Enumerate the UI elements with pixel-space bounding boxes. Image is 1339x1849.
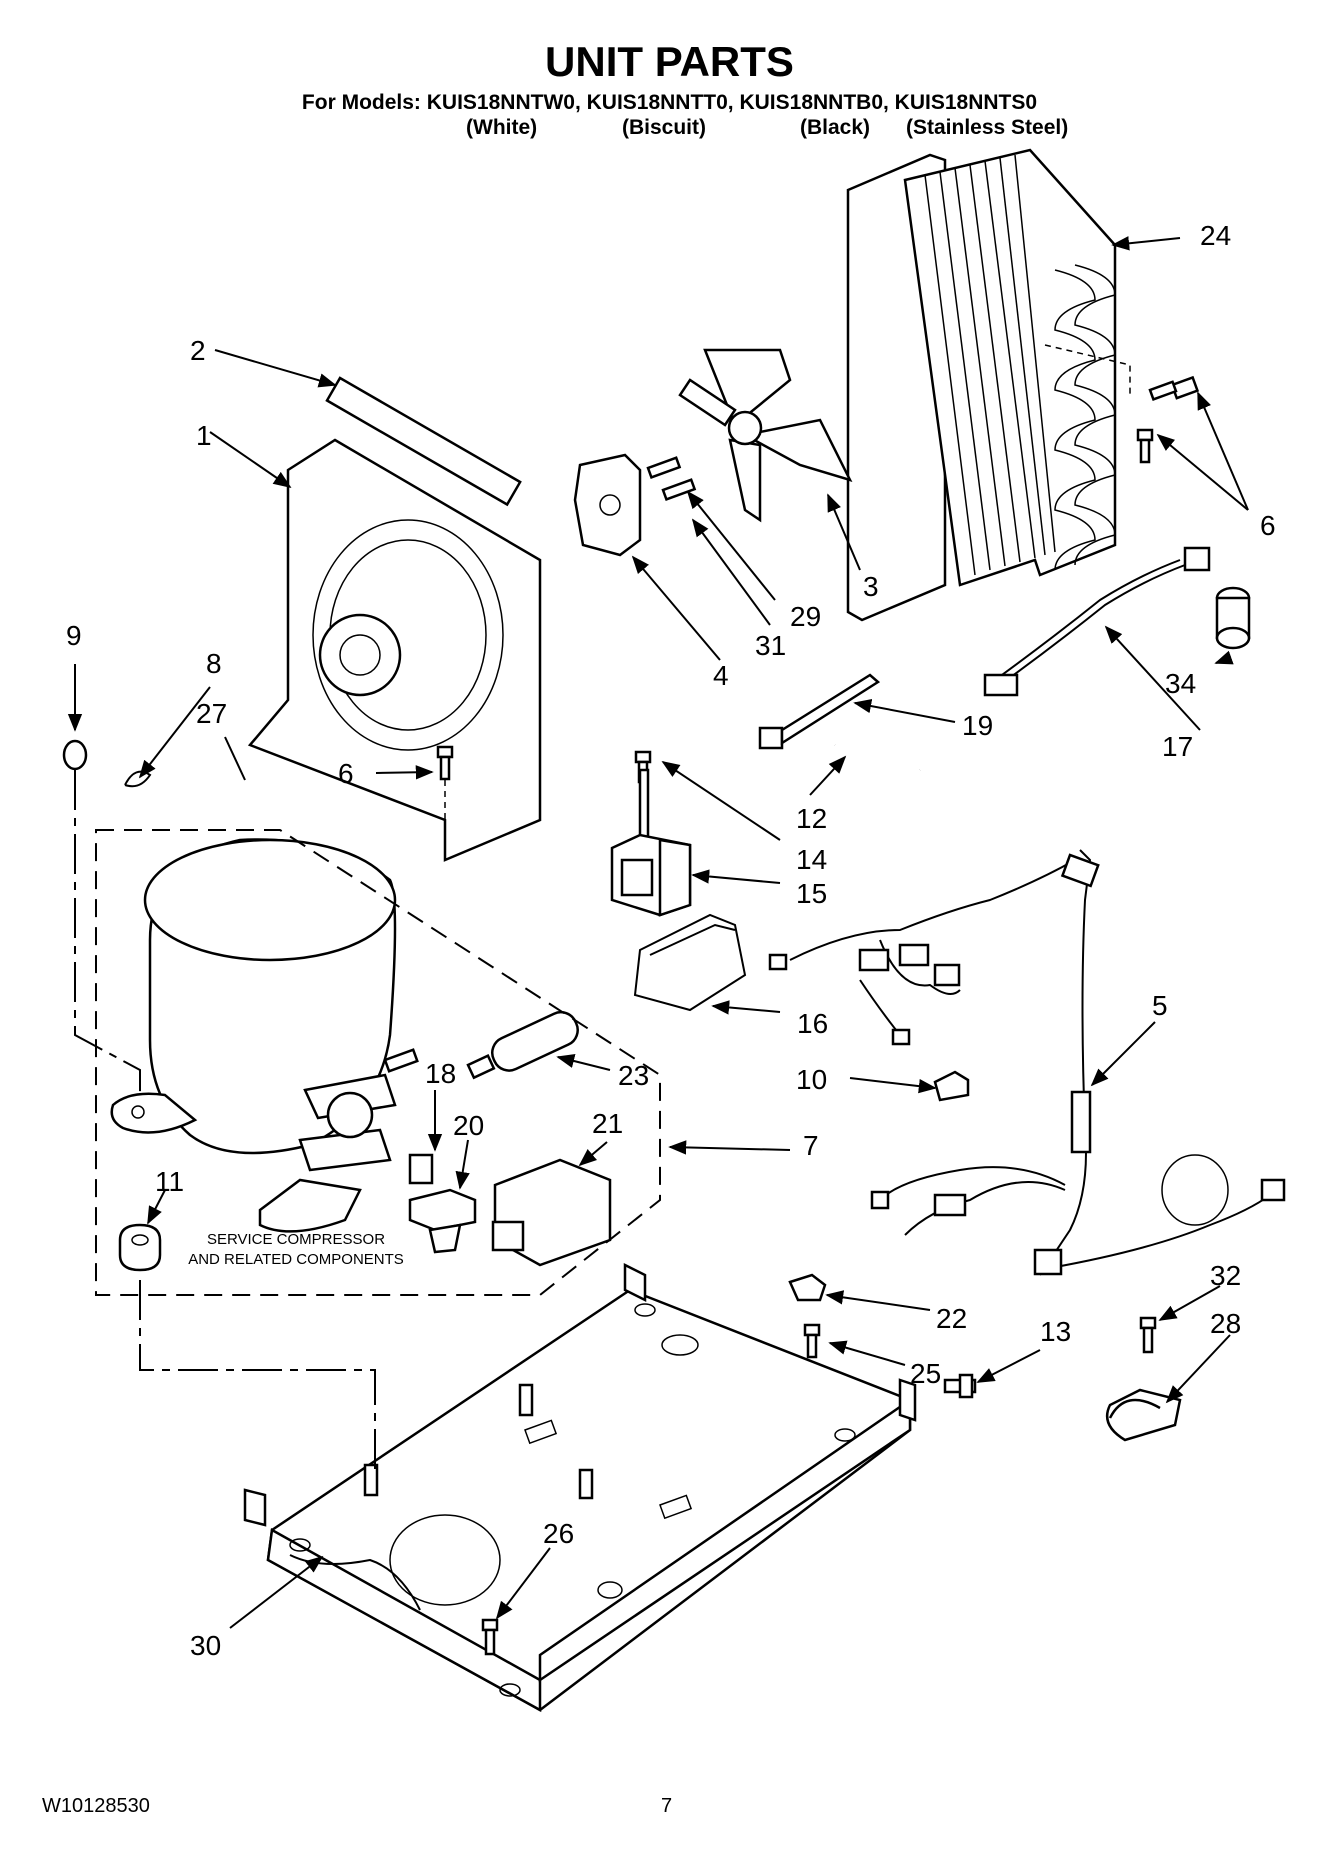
- variant-white: (White): [466, 116, 538, 139]
- callout-4: 4: [713, 660, 729, 691]
- callout-32: 32: [1210, 1260, 1242, 1291]
- callout-10: 10: [796, 1064, 828, 1095]
- callout-17: 17: [1162, 731, 1194, 762]
- screw-drawings: [436, 375, 1200, 784]
- callout-23: 23: [618, 1060, 650, 1091]
- cable-tie-drawing: [758, 673, 921, 775]
- drier-23-drawing: [466, 1010, 579, 1080]
- page-number: 7: [661, 1795, 673, 1817]
- small-hardware-drawings: [788, 1070, 1182, 1442]
- callout-22: 22: [936, 1303, 968, 1334]
- callout-19: 19: [962, 710, 994, 741]
- variant-stainless-steel: (Stainless Steel): [906, 116, 1069, 139]
- kit-label: SERVICE COMPRESSOR AND RELATED COMPONENT…: [166, 1230, 426, 1270]
- callout-28: 28: [1210, 1308, 1242, 1339]
- callout-12: 12: [796, 803, 828, 834]
- fan-blade-drawing: [678, 348, 853, 523]
- kit-label-line-2: AND RELATED COMPONENTS: [188, 1251, 404, 1268]
- callout-26: 26: [543, 1518, 575, 1549]
- callout-20: 20: [453, 1110, 485, 1141]
- fan-motor-drawing: [573, 453, 697, 557]
- callout-5: 5: [1152, 990, 1168, 1021]
- callout-31: 31: [755, 630, 787, 661]
- callout-13: 13: [1040, 1316, 1072, 1347]
- relay-and-overload-drawings: [408, 1153, 612, 1267]
- callout-9: 9: [66, 620, 82, 651]
- harness-17-drawing: [983, 546, 1251, 697]
- grommet-and-clip-drawings: [62, 739, 162, 1272]
- callout-6: 6: [1260, 510, 1276, 541]
- callout-16: 16: [797, 1008, 829, 1039]
- variant-biscuit: (Biscuit): [622, 116, 706, 139]
- callout-3: 3: [863, 571, 879, 602]
- compressor-drawing: [110, 838, 419, 1233]
- callout-1: 1: [196, 420, 212, 451]
- callout-6: 6: [338, 758, 354, 789]
- service-kit-boundary: [95, 829, 661, 1296]
- callout-18: 18: [425, 1058, 457, 1089]
- kit-label-line-1: SERVICE COMPRESSOR: [206, 1231, 386, 1248]
- condenser-drawing: [846, 148, 1117, 622]
- callout-30: 30: [190, 1630, 222, 1661]
- model-list: For Models: KUIS18NNTW0, KUIS18NNTT0, KU…: [301, 91, 1038, 114]
- heater-16-drawing: [633, 913, 747, 1012]
- wiring-harness-drawing: [768, 849, 1286, 1276]
- document-number: W10128530: [42, 1795, 150, 1817]
- callout-11: 11: [155, 1166, 185, 1197]
- callout-25: 25: [910, 1358, 942, 1389]
- callout-27: 27: [196, 698, 228, 729]
- base-plate-drawing: [243, 1262, 917, 1713]
- callout-24: 24: [1200, 220, 1232, 251]
- leader-lines: [67, 236, 1249, 1629]
- solenoid-drawing: [610, 768, 692, 917]
- callout-7: 7: [803, 1130, 819, 1161]
- variant-black: (Black): [800, 116, 871, 139]
- callout-29: 29: [790, 601, 822, 632]
- callout-2: 2: [190, 335, 206, 366]
- foot-alignment-line: [74, 770, 141, 1095]
- callout-21: 21: [592, 1108, 624, 1139]
- grommet-alignment-line: [139, 1280, 376, 1470]
- page-title: UNIT PARTS: [545, 38, 794, 85]
- callout-34: 34: [1165, 668, 1197, 699]
- callout-8: 8: [206, 648, 222, 679]
- callout-15: 15: [796, 878, 828, 909]
- callout-14: 14: [796, 844, 828, 875]
- fan-shroud-drawing: [247, 376, 542, 862]
